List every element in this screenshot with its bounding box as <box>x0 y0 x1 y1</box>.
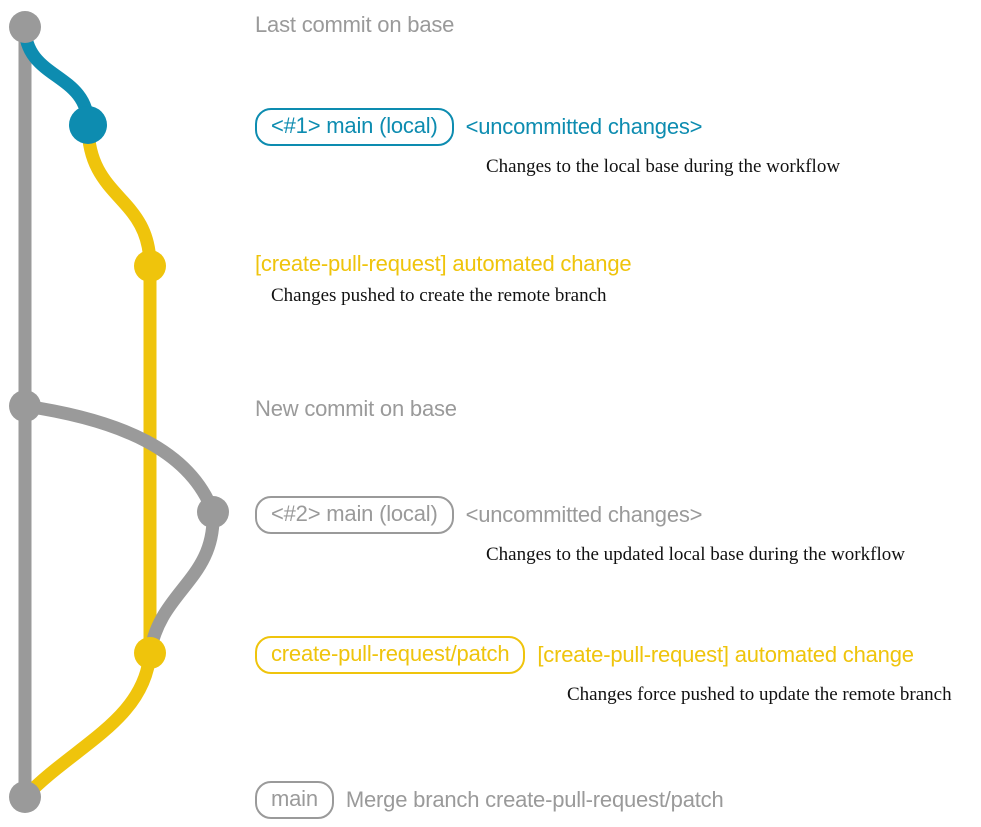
commit-message-automated-1: [create-pull-request] automated change <box>255 251 632 276</box>
row-local-commit-1-main: <#1> main (local) <uncommitted changes> <box>255 108 703 146</box>
commit-message-merge: Merge branch create-pull-request/patch <box>345 787 724 812</box>
label-new-commit-on-base: New commit on base <box>255 396 457 421</box>
row-automated-change-1: [create-pull-request] automated change C… <box>255 251 632 306</box>
branch-pill-main-local-2[interactable]: <#2> main (local) <box>255 496 454 534</box>
node-patch-commit-1[interactable] <box>134 250 166 282</box>
row-local-commit-2-main: <#2> main (local) <uncommitted changes> <box>255 496 703 534</box>
row-merge-commit: main Merge branch create-pull-request/pa… <box>255 781 724 819</box>
label-last-commit-on-base: Last commit on base <box>255 12 455 37</box>
row-automated-change-2-main: create-pull-request/patch [create-pull-r… <box>255 636 914 674</box>
row-automated-change-2: create-pull-request/patch [create-pull-r… <box>255 636 952 704</box>
commit-note-local-2: Changes to the updated local base during… <box>486 544 905 565</box>
row-merge-commit-main: main Merge branch create-pull-request/pa… <box>255 781 724 819</box>
node-patch-commit-2[interactable] <box>134 637 166 669</box>
branch-pill-main-local-1[interactable]: <#1> main (local) <box>255 108 454 146</box>
commit-message-local-1: <uncommitted changes> <box>465 114 703 139</box>
edge-local1-to-patch1 <box>81 118 157 273</box>
edge-local2-to-patch2 <box>143 505 220 660</box>
node-local-commit-1[interactable] <box>69 106 107 144</box>
row-local-commit-2: <#2> main (local) <uncommitted changes> … <box>255 496 905 564</box>
commit-note-automated-2: Changes force pushed to update the remot… <box>567 684 952 705</box>
branch-pill-main[interactable]: main <box>255 781 334 819</box>
commit-message-automated-2: [create-pull-request] automated change <box>537 642 914 667</box>
edge-base2-to-local2 <box>18 399 220 519</box>
commit-note-automated-1: Changes pushed to create the remote bran… <box>271 285 607 306</box>
node-base-commit-1[interactable] <box>9 11 41 43</box>
node-local-commit-2[interactable] <box>197 496 229 528</box>
commit-note-local-1: Changes to the local base during the wor… <box>486 156 841 177</box>
edge-patch2-to-merge <box>18 646 157 804</box>
node-base-commit-2[interactable] <box>9 390 41 422</box>
row-automated-change-1-main: [create-pull-request] automated change <box>255 251 632 276</box>
branch-pill-create-pull-request-patch[interactable]: create-pull-request/patch <box>255 636 526 674</box>
commit-message-local-2: <uncommitted changes> <box>465 502 703 527</box>
row-local-commit-1: <#1> main (local) <uncommitted changes> … <box>255 108 840 176</box>
node-merge-commit[interactable] <box>9 781 41 813</box>
